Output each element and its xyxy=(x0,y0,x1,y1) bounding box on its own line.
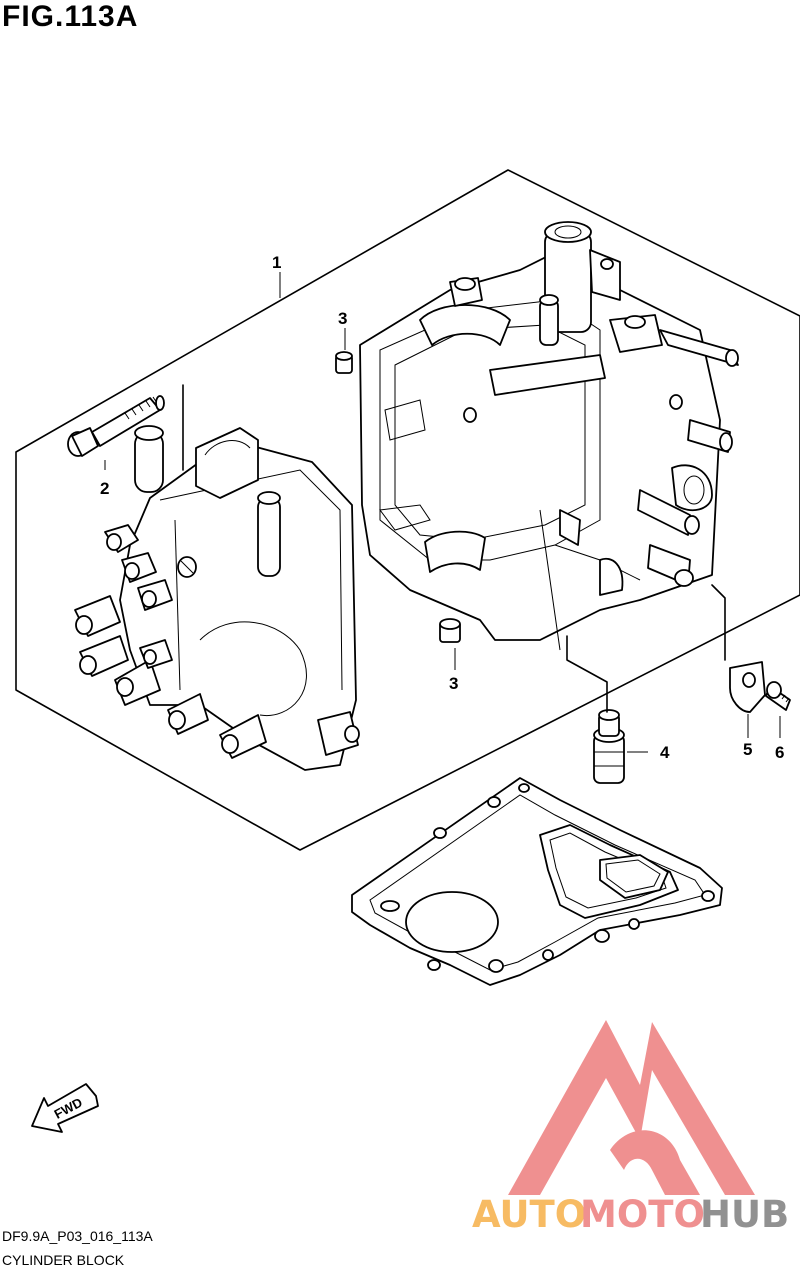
leader-part-5 xyxy=(711,584,726,661)
figure-code: DF9.9A_P03_016_113A xyxy=(2,1228,153,1244)
bolt-part-6 xyxy=(765,681,791,711)
dowel-pin-lower xyxy=(439,618,461,643)
callout-3-upper: 3 xyxy=(338,309,347,328)
leader-part-4 xyxy=(566,635,608,713)
callout-4: 4 xyxy=(660,743,670,762)
callout-3-lower: 3 xyxy=(449,674,458,693)
crankcase-half xyxy=(74,425,360,771)
figure-name: CYLINDER BLOCK xyxy=(2,1252,125,1268)
bolt-part-2 xyxy=(67,395,165,457)
watermark-text-hub: HUB xyxy=(700,1193,789,1236)
callout-1: 1 xyxy=(272,253,281,272)
callout-6: 6 xyxy=(775,743,784,762)
figure-title: FIG.113A xyxy=(2,0,139,33)
fwd-arrow-icon: FWD xyxy=(31,1083,99,1133)
watermark-text-auto: AUTO xyxy=(472,1193,586,1236)
callout-5: 5 xyxy=(743,740,752,759)
gasket xyxy=(351,777,723,986)
logo-triangle-mark xyxy=(508,1020,755,1195)
dowel-pin-upper xyxy=(335,351,353,374)
assembly-boundary xyxy=(15,169,800,851)
callout-2: 2 xyxy=(100,479,109,498)
plug-part-4 xyxy=(593,709,625,784)
cylinder-block-half xyxy=(359,221,739,651)
clamp-part-5 xyxy=(729,661,766,713)
logo-inner-stroke xyxy=(610,1130,700,1195)
watermark-logo: AUTO MOTO HUB xyxy=(472,1020,789,1236)
watermark-text-moto: MOTO xyxy=(580,1193,705,1236)
